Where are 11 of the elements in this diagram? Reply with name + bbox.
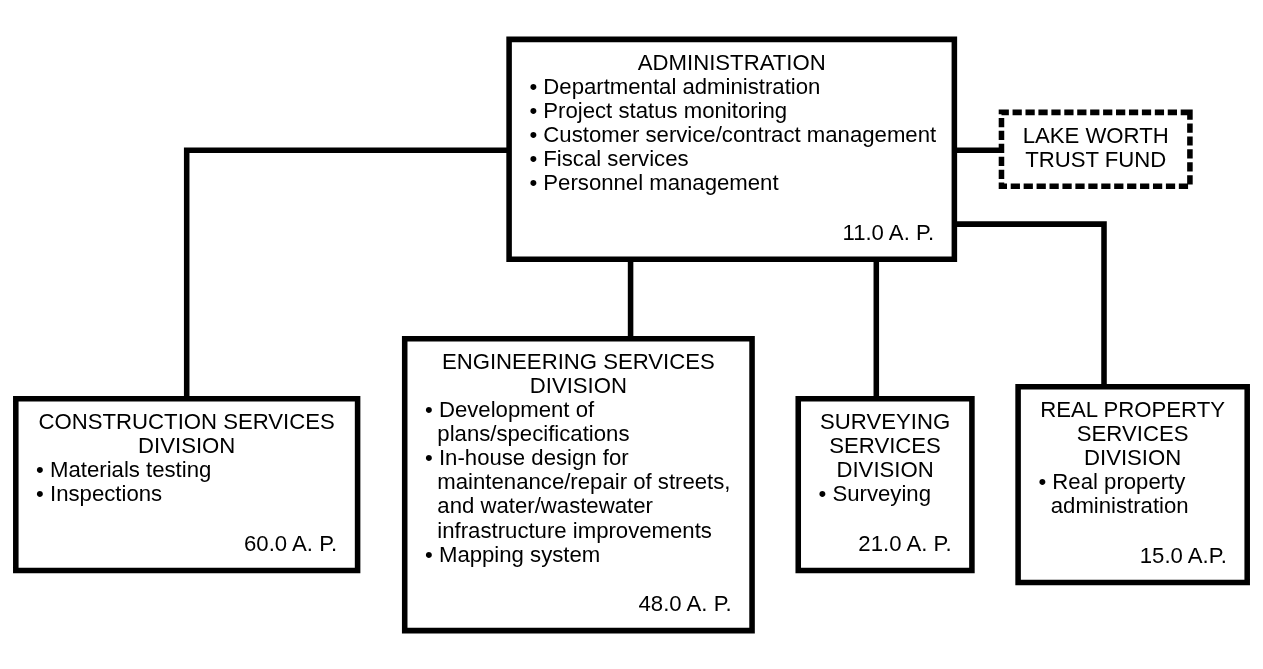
node-box: SURVEYING SERVICES DIVISION • Surveying 21.0 A. P. xyxy=(795,395,975,573)
connector xyxy=(873,259,880,398)
connector xyxy=(183,146,509,399)
node-box: ENGINEERING SERVICES DIVISION • Development of plans/specifications • In-house design for maintenance/repair of streets, and water/wastewater infrastructure improvements • Mapping system 48.0 A. P. xyxy=(401,335,755,633)
node-box: CONSTRUCTION SERVICES DIVISION • Materials testing • Inspections 60.0 A. P. xyxy=(13,395,361,573)
connector xyxy=(954,146,1002,153)
node-box: ADMINISTRATION • Departmental administration • Project status monitoring • Customer service/contract management • Fiscal services • Personnel management 11.0 A. P. xyxy=(506,36,958,262)
node-box: LAKE WORTH TRUST FUND xyxy=(998,109,1193,189)
node-box: REAL PROPERTY SERVICES DIVISION • Real property administration 15.0 A.P. xyxy=(1015,383,1250,585)
connector xyxy=(627,259,634,338)
connector xyxy=(954,220,1107,386)
